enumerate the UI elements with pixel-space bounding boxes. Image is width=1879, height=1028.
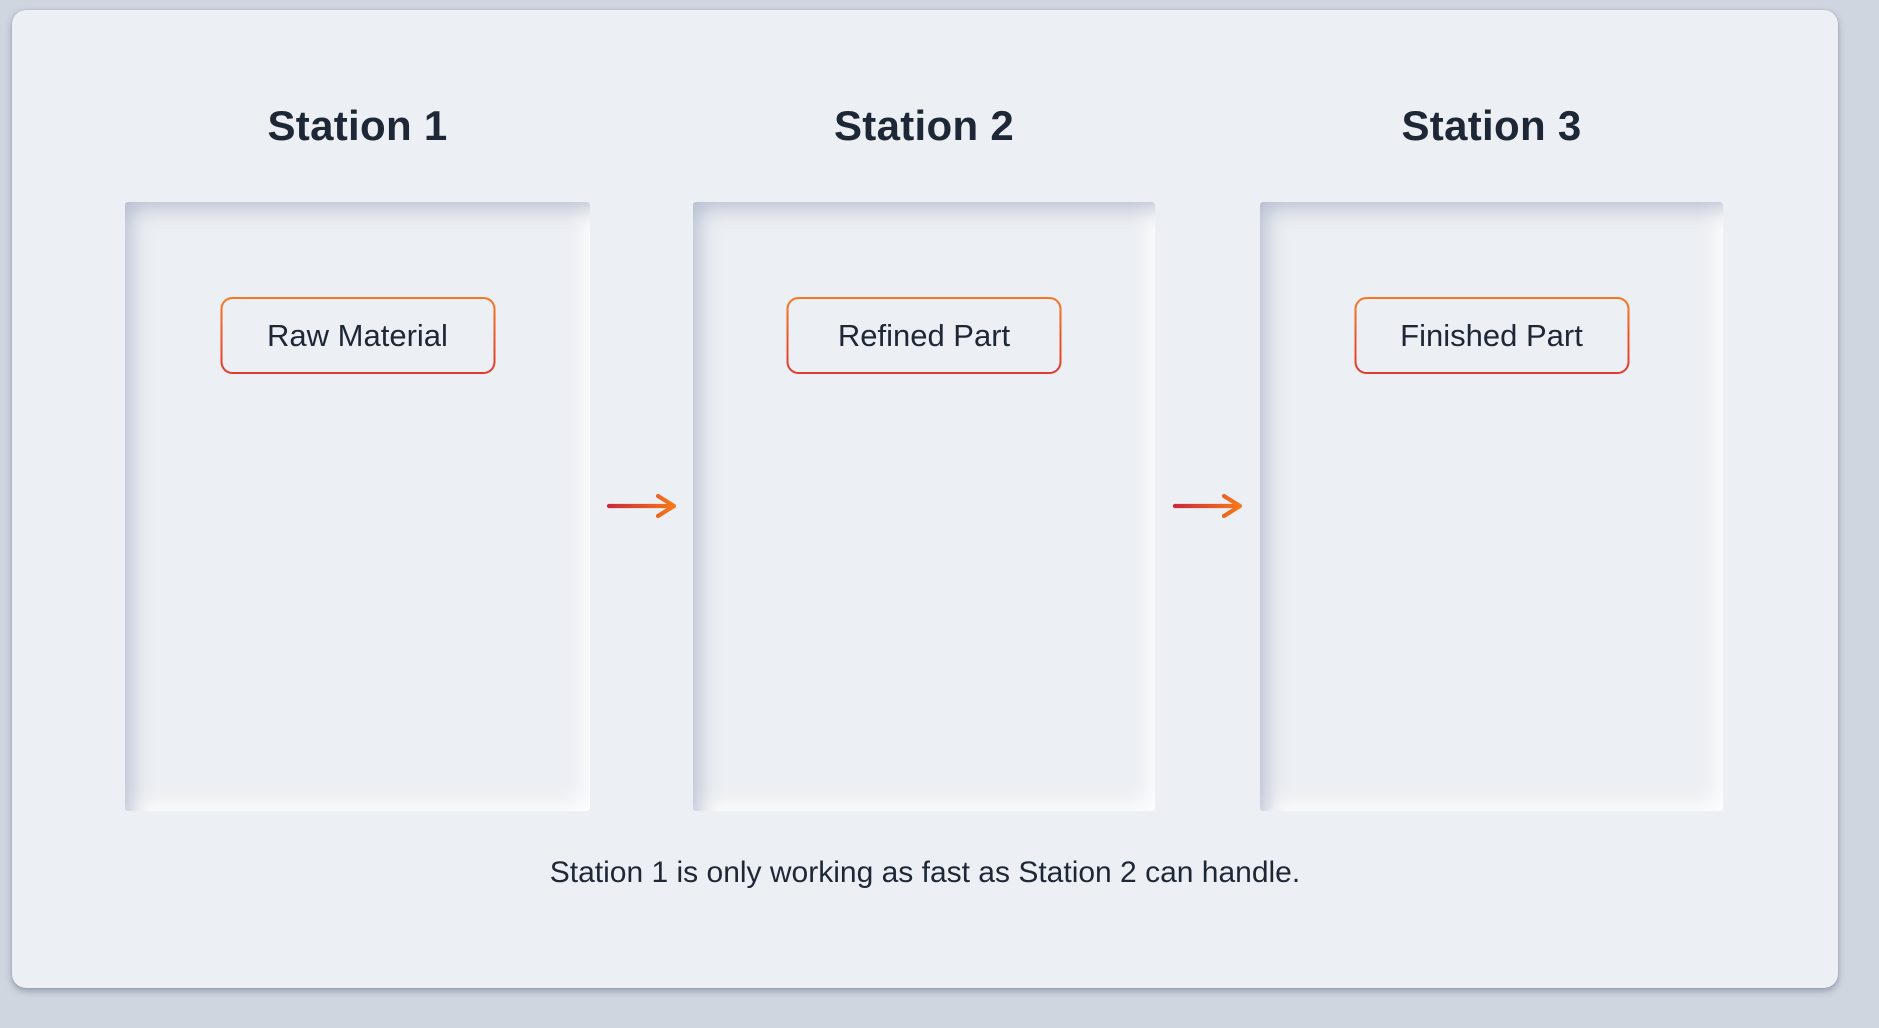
right-arrow-icon bbox=[606, 493, 677, 519]
station-1-title: Station 1 bbox=[267, 102, 448, 149]
station-1-item-label: Raw Material bbox=[267, 317, 448, 353]
station-1-item-chip: Raw Material bbox=[220, 297, 495, 374]
station-2-item-chip-inner: Refined Part bbox=[788, 299, 1060, 372]
station-3-column: Station 3 Finished Part bbox=[1260, 100, 1723, 811]
station-3-item-chip: Finished Part bbox=[1354, 297, 1629, 374]
station-2-title: Station 2 bbox=[833, 102, 1015, 149]
station-3-item-label: Finished Part bbox=[1400, 317, 1583, 353]
process-flow-card: Station 1 Raw Material Station 2 Refined… bbox=[12, 10, 1838, 988]
station-3-panel: Finished Part bbox=[1260, 202, 1723, 811]
right-arrow-icon bbox=[1172, 493, 1243, 519]
station-3-item-chip-inner: Finished Part bbox=[1356, 299, 1627, 372]
station-1-panel: Raw Material bbox=[125, 202, 590, 811]
bottleneck-caption: Station 1 is only working as fast as Sta… bbox=[549, 856, 1301, 889]
station-2-item-chip: Refined Part bbox=[786, 297, 1062, 374]
station-2-column: Station 2 Refined Part bbox=[693, 100, 1155, 811]
station-1-item-chip-inner: Raw Material bbox=[222, 299, 493, 372]
station-3-title: Station 3 bbox=[1401, 102, 1582, 149]
station-1-column: Station 1 Raw Material bbox=[125, 100, 590, 811]
station-2-item-label: Refined Part bbox=[837, 317, 1011, 353]
station-2-panel: Refined Part bbox=[693, 202, 1155, 811]
